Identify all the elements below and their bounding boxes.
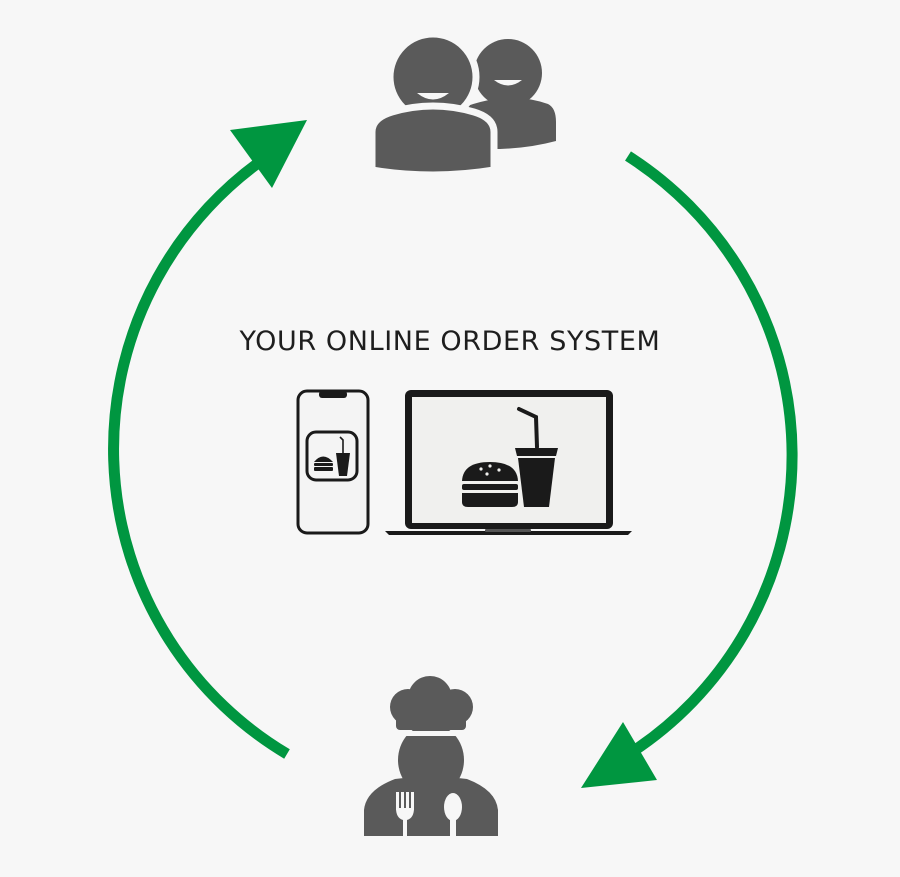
spoon-icon <box>444 793 462 836</box>
laptop-burger-drink-icon <box>462 407 558 507</box>
arrow-customers-to-chef <box>625 151 798 757</box>
arrow-head-top-left-icon <box>230 120 307 188</box>
fork-icon <box>396 792 414 836</box>
diagram-title: YOUR ONLINE ORDER SYSTEM <box>239 326 661 357</box>
arrow-head-bottom-right-icon <box>581 722 657 788</box>
arrow-chef-to-customers <box>108 151 290 759</box>
app-burger-drink-icon <box>314 436 350 476</box>
